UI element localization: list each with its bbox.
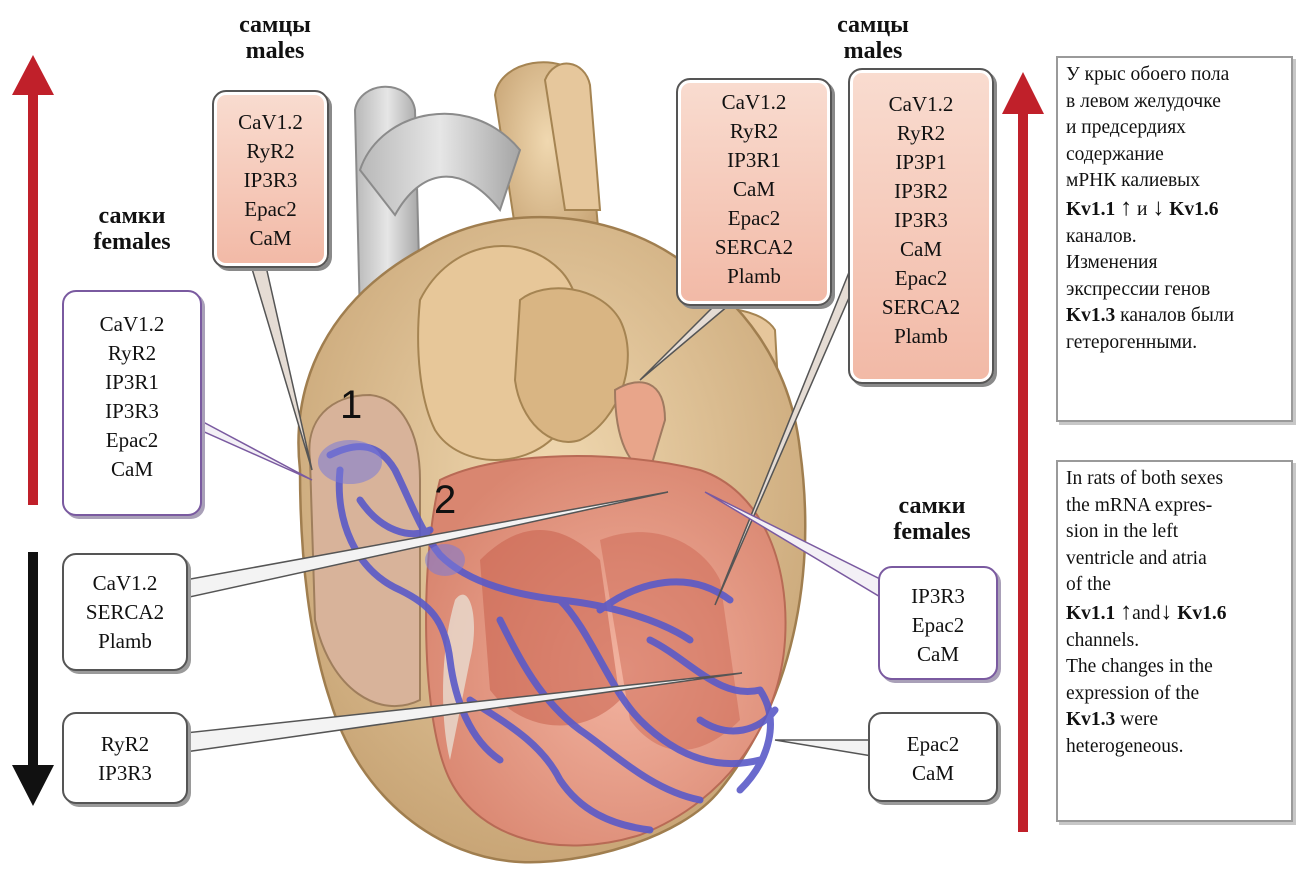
header-males-left: самцы males [205,12,345,64]
note-english: In rats of both sexes the mRNA expres- s… [1056,460,1293,822]
marker-1: 1 [340,383,362,428]
box-males-left: CaV1.2 RyR2 IP3R3 Epac2 CaM [212,90,329,268]
box-right-bottom: Epac2 CaM [868,712,998,802]
box-males-center: CaV1.2 RyR2 IP3R1 CaM Epac2 SERCA2 Plamb [676,78,832,306]
header-females-right: самки females [862,493,1002,545]
header-males-right: самцы males [803,12,943,64]
box-downregulated-bottom: RyR2 IP3R3 [62,712,188,804]
down-arrow-left [10,552,56,807]
box-males-right: CaV1.2 RyR2 IP3P1 IP3R2 IP3R3 CaM Epac2 … [848,68,994,384]
box-females-right: IP3R3 Epac2 CaM [878,566,998,680]
header-females-left: самки females [62,203,202,255]
up-arrow-left [10,55,56,505]
up-arrow-right [1000,72,1046,832]
marker-2: 2 [434,478,456,523]
box-females-left: CaV1.2 RyR2 IP3R1 IP3R3 Epac2 CaM [62,290,202,516]
note-russian: У крыс обоего пола в левом желудочке и п… [1056,56,1293,422]
box-downregulated-top: CaV1.2 SERCA2 Plamb [62,553,188,671]
